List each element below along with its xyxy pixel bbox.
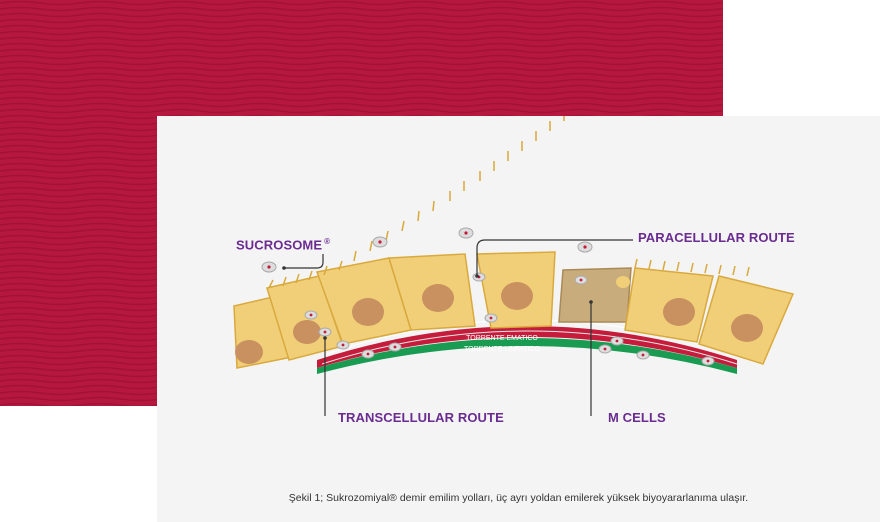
lymph-stream-band [317,338,737,374]
m-cells-label: M CELLS [608,410,666,425]
registered-mark: ® [324,237,331,246]
iron-absorption-diagram: TORRENTE EMATICO TORRENTE LINFATICO [233,116,795,416]
sucrosome-text: SUCROSOME [236,237,323,253]
blood-stream-label: TORRENTE EMATICO [466,335,538,342]
paracellular-leader [476,239,633,276]
sucrosome-leader [284,254,324,269]
lymph-stream-label: TORRENTE LINFATICO [464,346,541,353]
sucrosome-label: SUCROSOME® [236,237,330,252]
paracellular-route-label: PARACELLULAR ROUTE [638,230,795,245]
blood-stream-band [317,326,737,368]
transcellular-route-label: TRANSCELLULAR ROUTE [338,410,504,425]
m-cell [558,267,632,323]
figure-card: TORRENTE EMATICO TORRENTE LINFATICO [157,116,880,522]
epithelial-cells [233,116,795,369]
figure-caption: Şekil 1; Sukrozomiyal® demir emilim yoll… [288,492,749,504]
sucrosome-particles [261,227,715,366]
